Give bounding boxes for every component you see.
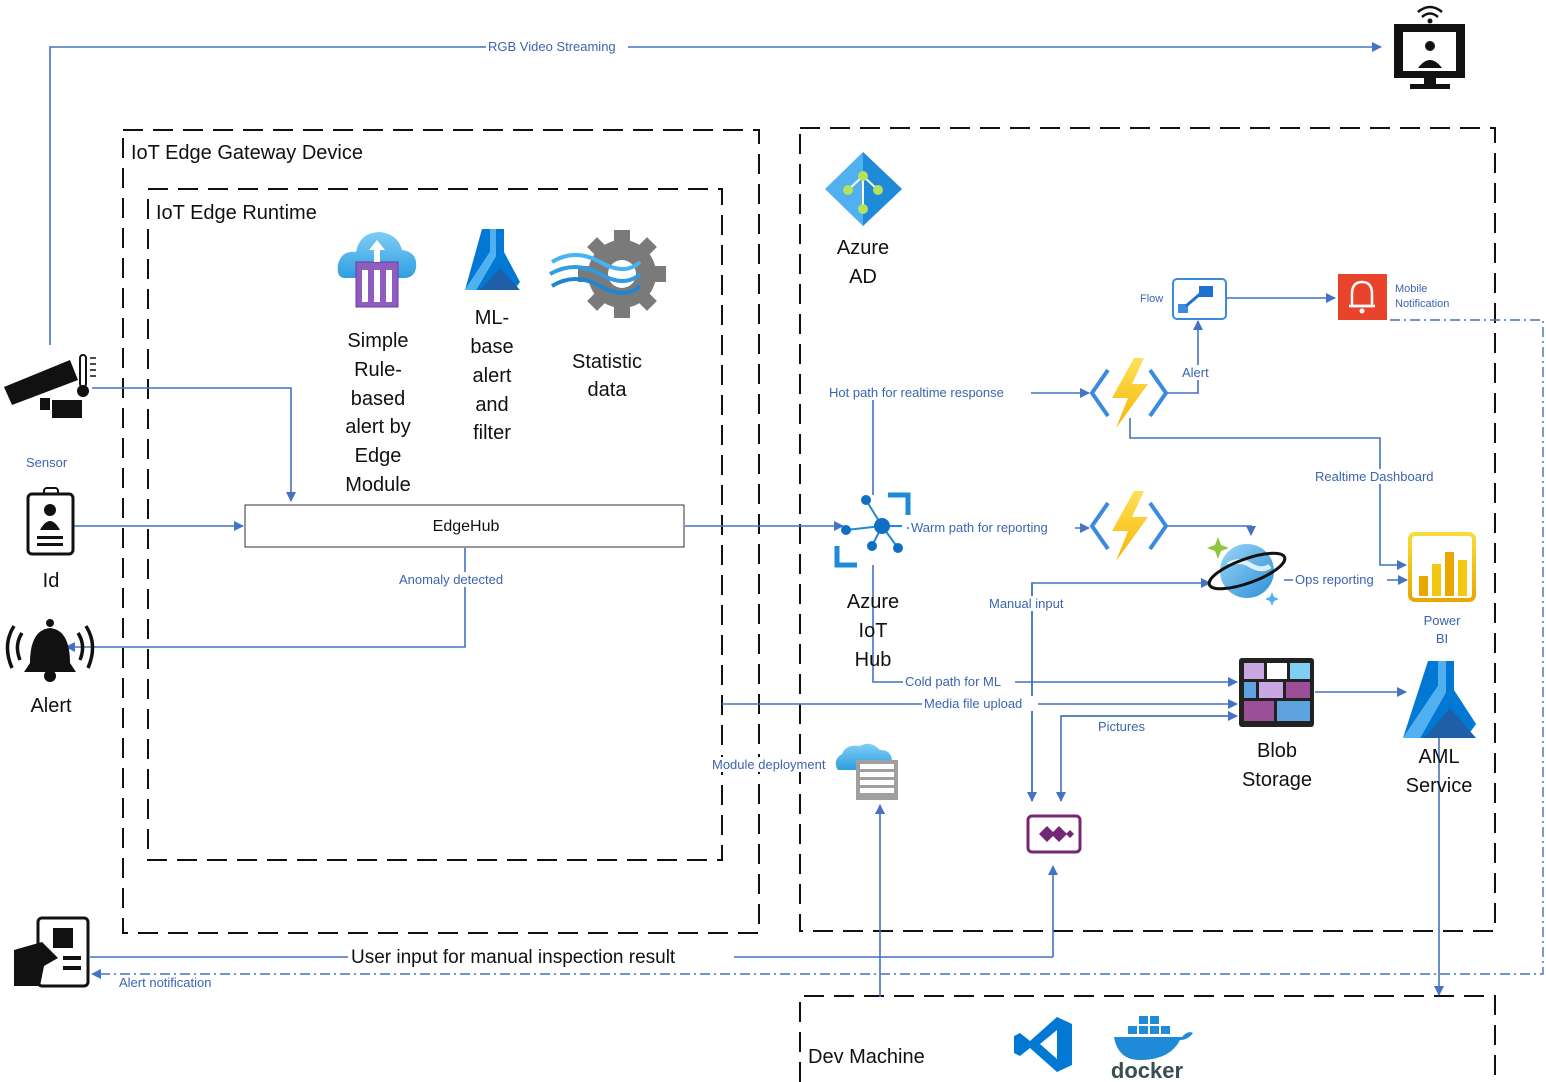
edgehub-box[interactable]: EdgeHub: [244, 504, 685, 548]
alert-notification-connector: [91, 319, 1544, 979]
cold-path-connector: [872, 565, 1238, 687]
gateway-device-label: IoT Edge Gateway Device: [131, 142, 363, 164]
mobile-notification-line: Mobile: [1395, 283, 1427, 295]
gateway-device-group: IoT Edge Gateway Device: [122, 129, 760, 934]
function-icon: [1089, 491, 1169, 561]
anomaly-connector: [65, 548, 466, 652]
cog-wave-icon: [549, 230, 666, 318]
statistic-label: Statistic data: [572, 351, 642, 401]
iot-hub-line: IoT: [859, 620, 888, 642]
realtime-dashboard-label: Realtime Dashboard: [1315, 469, 1434, 484]
azure-ad-line: AD: [849, 266, 877, 288]
media-upload-label: Media file upload: [924, 696, 1022, 711]
simple-rule-line: alert by: [345, 416, 411, 438]
aml-label: AML Service: [1406, 746, 1473, 797]
blob-storage-icon: [1239, 658, 1314, 727]
id-label: Id: [43, 570, 60, 592]
edge-runtime-group: IoT Edge Runtime: [147, 188, 723, 861]
manual-inspection-icon: [14, 916, 90, 988]
blob-storage-line: Storage: [1242, 769, 1312, 791]
docker-label: docker: [1111, 1058, 1184, 1082]
alert-notification-label: Alert notification: [119, 975, 212, 990]
manual-input-connector: [1031, 578, 1211, 801]
iot-hub-line: Hub: [855, 649, 892, 671]
cosmos-db-icon: [1207, 537, 1287, 606]
ml-alert-line: ML-: [475, 307, 509, 329]
rgb-video-connector: [49, 42, 1382, 345]
mobile-notification-line: Notification: [1395, 298, 1449, 310]
ml-alert-line: alert: [473, 365, 512, 387]
simple-rule-line: Edge: [355, 445, 402, 467]
iot-hub-icon: [834, 492, 911, 568]
mobile-notification-icon: [1338, 274, 1387, 320]
ops-reporting-label: Ops reporting: [1295, 572, 1374, 587]
user-input-label: User input for manual inspection result: [351, 947, 676, 968]
hot-path-label: Hot path for realtime response: [829, 385, 1004, 400]
flow-icon: [1172, 278, 1227, 320]
azure-ad-label: Azure AD: [837, 237, 889, 288]
alarm-bell-icon: [5, 619, 95, 682]
cloud-upload-icon: [337, 232, 417, 308]
blob-storage-line: Blob: [1257, 740, 1297, 762]
sensor-label: Sensor: [26, 455, 68, 470]
warm-path-label: Warm path for reporting: [911, 520, 1048, 535]
aml-line: AML: [1418, 746, 1459, 768]
security-camera-icon: [4, 354, 96, 418]
iot-hub-line: Azure: [847, 591, 899, 613]
ml-alert-line: filter: [473, 422, 511, 444]
alert-flow-label: Alert: [1182, 365, 1209, 380]
edgehub-label: EdgeHub: [433, 518, 500, 535]
machine-learning-icon: [465, 229, 520, 290]
mobile-notification-label: Mobile Notification: [1395, 283, 1449, 310]
statistic-line: data: [588, 379, 628, 401]
docker-icon: docker: [1111, 1016, 1193, 1082]
power-bi-icon: [1408, 532, 1476, 602]
dev-machine-group: Dev Machine: [799, 995, 1496, 1082]
id-badge-icon: [26, 487, 75, 556]
module-deployment-label: Module deployment: [712, 757, 826, 772]
power-bi-line: Power: [1424, 613, 1462, 628]
video-monitor-icon: [1394, 5, 1465, 89]
aml-icon: [1403, 661, 1476, 738]
cold-path-label: Cold path for ML: [905, 674, 1001, 689]
dev-machine-label: Dev Machine: [808, 1046, 925, 1068]
aml-line: Service: [1406, 775, 1473, 797]
azure-ad-line: Azure: [837, 237, 889, 259]
statistic-line: Statistic: [572, 351, 642, 373]
simple-rule-line: Simple: [347, 330, 408, 352]
azure-cloud-group: [799, 127, 1496, 932]
function-cosmos-connector: [1165, 525, 1256, 536]
function-flow-connector: [1165, 320, 1203, 394]
simple-rule-label: Simple Rule- based alert by Edge Module: [345, 330, 411, 496]
flow-label: Flow: [1140, 293, 1163, 305]
powerapps-icon: [1026, 814, 1082, 854]
ml-alert-label: ML- base alert and filter: [470, 307, 513, 444]
ml-alert-line: and: [475, 394, 508, 416]
simple-rule-line: Module: [345, 474, 411, 496]
iot-hub-label: Azure IoT Hub: [847, 591, 899, 671]
simple-rule-line: based: [351, 388, 406, 410]
sensor-connector: [92, 387, 296, 502]
azure-ad-icon: [825, 152, 902, 226]
simple-rule-line: Rule-: [354, 359, 402, 381]
container-registry-icon: [835, 743, 898, 800]
realtime-dashboard-connector: [1129, 418, 1407, 570]
edge-runtime-label: IoT Edge Runtime: [156, 202, 317, 224]
rgb-video-label: RGB Video Streaming: [488, 39, 616, 54]
hot-path-connector: [872, 388, 1090, 495]
ml-alert-line: base: [470, 336, 513, 358]
power-bi-line: BI: [1436, 631, 1448, 646]
function-icon: [1089, 358, 1169, 428]
blob-storage-label: Blob Storage: [1242, 740, 1312, 791]
alert-label: Alert: [30, 695, 72, 717]
pictures-label: Pictures: [1098, 719, 1145, 734]
power-bi-label: Power BI: [1424, 613, 1462, 646]
anomaly-label: Anomaly detected: [399, 572, 503, 587]
manual-input-label: Manual input: [989, 596, 1064, 611]
vscode-icon: [1014, 1017, 1072, 1072]
